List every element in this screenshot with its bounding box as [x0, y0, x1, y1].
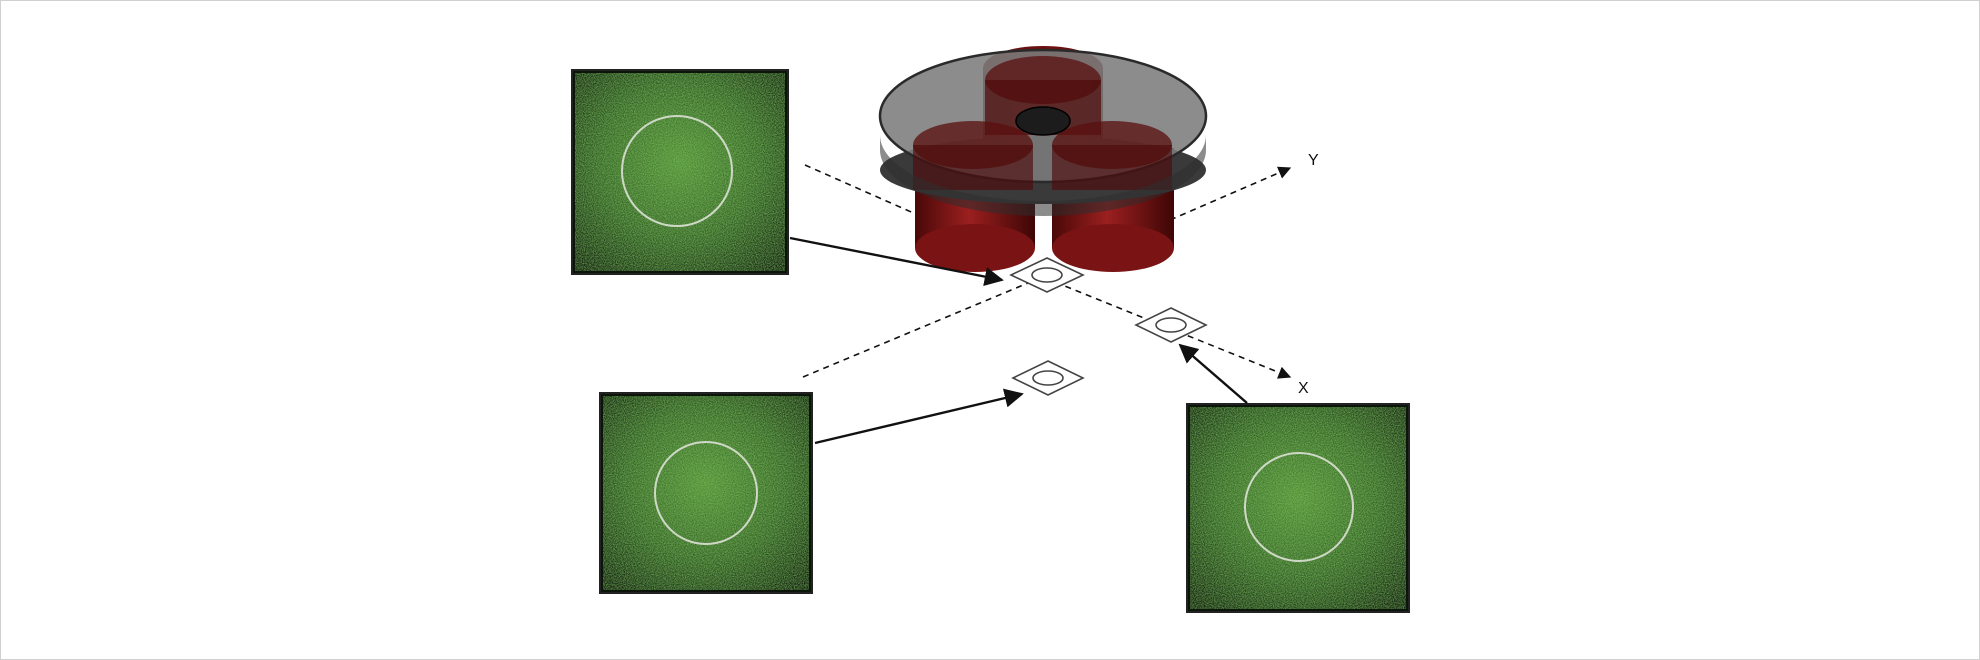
sample-image-bottom-right — [1186, 403, 1410, 613]
top-plate — [878, 48, 1208, 216]
arrow-bottom-right-to-x — [1178, 343, 1248, 404]
center-hole — [1016, 107, 1070, 135]
arrow-bottom-left-to-diagonal — [814, 388, 1024, 445]
sample-image-bottom-left — [599, 392, 813, 594]
coil-assembly — [878, 46, 1208, 272]
arrow-top-left-to-center — [789, 236, 1004, 287]
position-marker-center — [1009, 257, 1085, 293]
axis-diagonal-dashed — [802, 277, 1041, 378]
axis-y-label: Y — [1308, 152, 1319, 169]
sample-image-top-left — [571, 69, 789, 275]
axis-x-label: X — [1298, 380, 1309, 397]
position-marker-x — [1134, 307, 1208, 343]
axis-y-dashed-back — [804, 164, 919, 216]
position-marker-diagonal — [1011, 360, 1085, 396]
